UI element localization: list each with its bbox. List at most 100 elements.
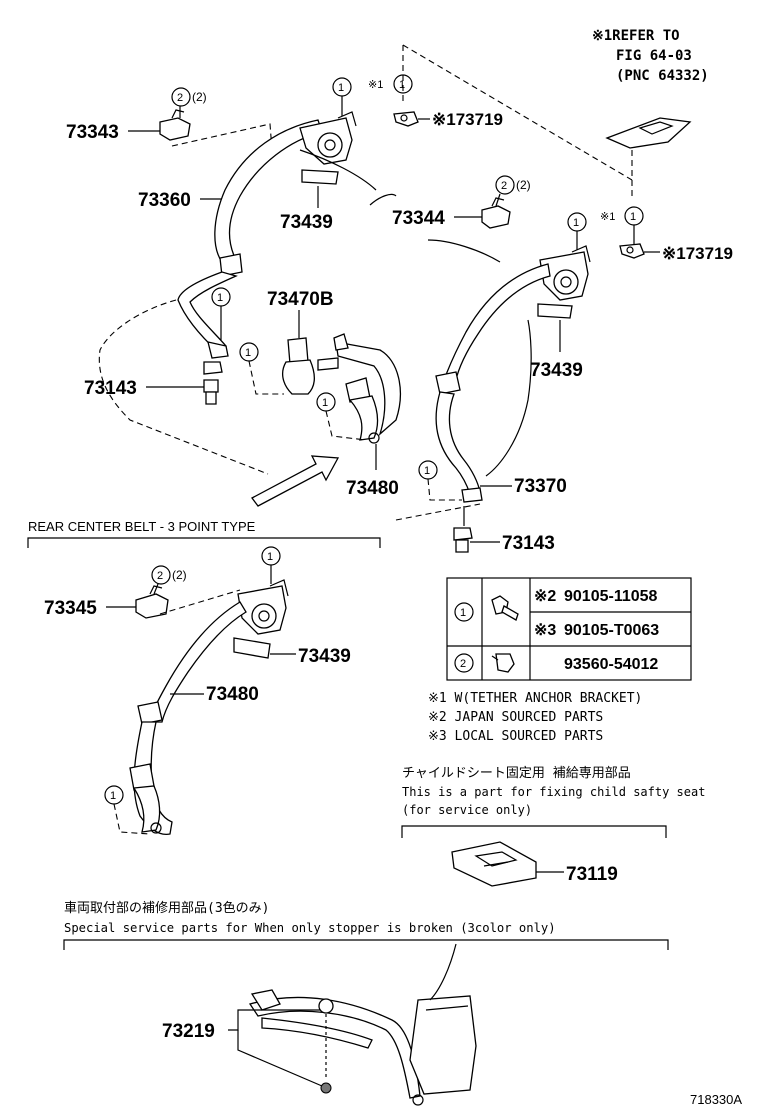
child-seat-en1: This is a part for fixing child safty se… [402,785,705,799]
leader-dashed [98,299,269,475]
marker-1-label: 1 [245,347,251,359]
leader-dashed [402,44,633,181]
screw-icon [491,653,515,673]
bolt-73143-b-icon [453,527,473,553]
retractor-73480-b [237,579,289,635]
seat-outline [369,193,397,206]
tether-bracket-73719-a-icon [393,111,419,127]
seat-belt-73370 [435,263,551,503]
marker-2-label: 2 [501,180,507,192]
stopper-en: Special service parts for When only stop… [64,921,556,935]
pad-73439-c [233,637,271,659]
marker-1-label: 1 [630,211,636,223]
pad-73439-b [537,303,573,319]
buckle-73480-a [345,377,380,444]
marker-1-label: 1 [267,551,273,563]
part-label-73343: 73343 [66,122,119,143]
legend-code-row1: ※2 [534,588,556,605]
marker-1-label: 1 [322,397,328,409]
legend-marker-circle [454,653,474,673]
marker-1-label: 1 [424,465,430,477]
leader-dashed [325,410,367,441]
section-bracket [401,825,667,838]
pad-73439-a [301,169,339,185]
marker-1-label: 1 [338,82,344,94]
leader-line [228,1009,320,1031]
footnote-1: ※1 W(TETHER ANCHOR BRACKET) [428,691,642,706]
part-label-73219: 73219 [162,1021,215,1042]
part-label-73370: 73370 [514,476,567,497]
part-label-73344: 73344 [392,208,445,229]
leader-line [495,193,501,207]
cover-73343-icon [159,109,191,141]
legend-part-row2: 90105-T0063 [564,622,659,639]
marker-2-label: 2 [157,570,163,582]
legend-marker-1: 1 [460,607,466,619]
part-label-73119: 73119 [566,864,618,885]
qty-label: (2) [516,178,531,192]
marker-1-label: 1 [573,217,579,229]
part-label-73480-a: 73480 [346,478,399,499]
legend-code-row2: ※3 [534,622,556,639]
bracket-73119 [451,841,537,887]
leader-line [237,1030,323,1087]
marker-1-label: 1 [217,292,223,304]
footnote-2: ※2 JAPAN SOURCED PARTS [428,710,603,725]
part-label-73143-a: 73143 [84,378,137,399]
leader-dashed [171,123,273,151]
tether-bracket-reference-part [605,117,692,149]
section-bracket [63,939,669,950]
marker-circle [393,74,413,94]
qty-label: (2) [192,90,207,104]
part-label-73143-b: 73143 [502,533,555,554]
retractor-73370 [539,245,591,301]
marker-1-label: 1 [110,790,116,802]
marker-circle [171,87,191,107]
retractor-73360 [299,111,357,165]
seat-outline [299,149,377,191]
legend-part-row3: 93560-54012 [564,656,658,673]
marker-1-label: 1 [399,79,405,91]
marker-circle [151,565,171,585]
cover-73344-icon [481,197,511,229]
refer-note-line1: ※1REFER TO [592,28,680,44]
leader-dashed [159,589,241,615]
stopper-jp: 車両取付部の補修用部品(3色のみ) [64,900,269,916]
section-bracket [27,537,381,548]
bolt-73143-a-icon [203,361,223,405]
leader-dashed [395,503,481,521]
bolt-legend-table [446,577,692,681]
seat-belt-73360 [177,119,323,359]
part-label-73439-c: 73439 [298,646,351,667]
tether-bracket-73719-b-icon [619,243,645,259]
section-title-rear-center: REAR CENTER BELT - 3 POINT TYPE [28,519,256,534]
part-label-73719-b: ※173719 [662,244,733,263]
cover-73345-icon [135,585,169,619]
stopper-assembly [248,943,477,1106]
legend-part-row1: 90105-11058 [564,588,658,605]
legend-marker-2: 2 [460,658,466,670]
star1-marker: ※1 [600,211,615,223]
flange-bolt-icon [491,595,519,621]
buckle-73470B [281,333,402,436]
part-label-73360: 73360 [138,190,191,211]
part-label-73719-a: ※173719 [432,110,503,129]
part-label-73439-b: 73439 [530,360,583,381]
leader-dashed [248,360,284,395]
footnote-3: ※3 LOCAL SOURCED PARTS [428,729,603,744]
refer-note-line2: FIG 64-03 [616,48,692,64]
part-label-73480-b: 73480 [206,684,259,705]
leader-line [153,583,159,595]
figure-id: 718330A [690,1092,742,1107]
seat-outline [485,319,532,477]
part-label-73439-a: 73439 [280,212,333,233]
direction-arrow-icon [251,455,340,507]
child-seat-jp: チャイルドシート固定用 補給専用部品 [402,766,631,781]
child-seat-en2: (for service only) [402,803,532,817]
marker-2-label: 2 [177,92,183,104]
seat-outline [427,239,501,263]
part-label-73470B: 73470B [267,289,334,310]
leader-dashed [427,478,462,501]
